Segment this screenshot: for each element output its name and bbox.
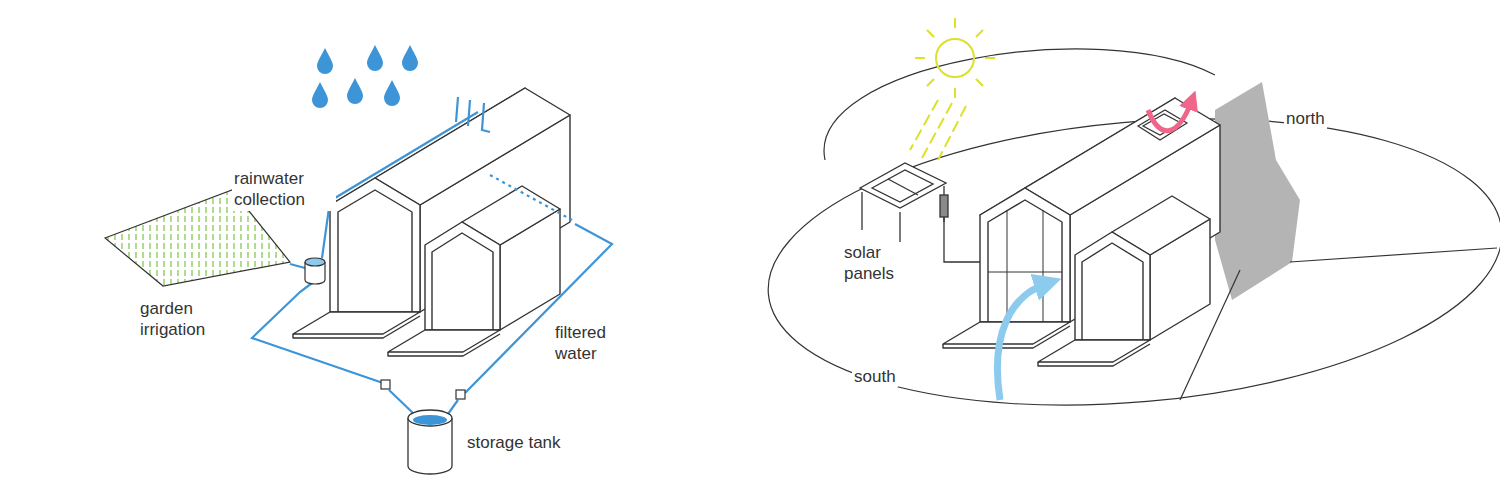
- label-text: storage tank: [465, 432, 563, 453]
- gutter-line: [322, 112, 478, 258]
- glazing: [988, 210, 1062, 322]
- pipe: [448, 400, 458, 414]
- label-text: garden irrigation: [138, 298, 242, 341]
- pipe: [389, 390, 414, 414]
- raindrop: [402, 45, 418, 71]
- east-west-line: [1290, 248, 1497, 262]
- cool-air-arrow: [997, 283, 1048, 400]
- house-water: [293, 88, 570, 356]
- raindrops: [312, 45, 418, 108]
- downpipe-dotted: [490, 175, 572, 220]
- house-energy: [943, 98, 1220, 366]
- label-text: rainwater collection: [232, 168, 336, 211]
- raindrop: [347, 78, 363, 104]
- raindrop: [317, 48, 333, 74]
- label-text: south: [852, 366, 898, 387]
- sun: [910, 18, 995, 160]
- gutter-marks: [456, 97, 490, 132]
- label-text: filtered water: [553, 322, 647, 365]
- label-text: solar panels: [842, 242, 924, 285]
- filter-box: [381, 380, 465, 399]
- ground-ellipse: [756, 90, 1500, 433]
- rain-barrel: [305, 258, 325, 284]
- label-text: north: [1284, 108, 1327, 129]
- irrigation-pipe: [290, 264, 305, 268]
- pipe: [252, 283, 383, 383]
- filtered-pipe: [465, 224, 612, 393]
- warm-air-arrow: [1148, 100, 1192, 131]
- water-pipes: [252, 97, 612, 414]
- raindrop: [384, 80, 400, 106]
- raindrop: [312, 82, 328, 108]
- raindrop: [367, 45, 383, 71]
- storage-tank: [408, 410, 452, 474]
